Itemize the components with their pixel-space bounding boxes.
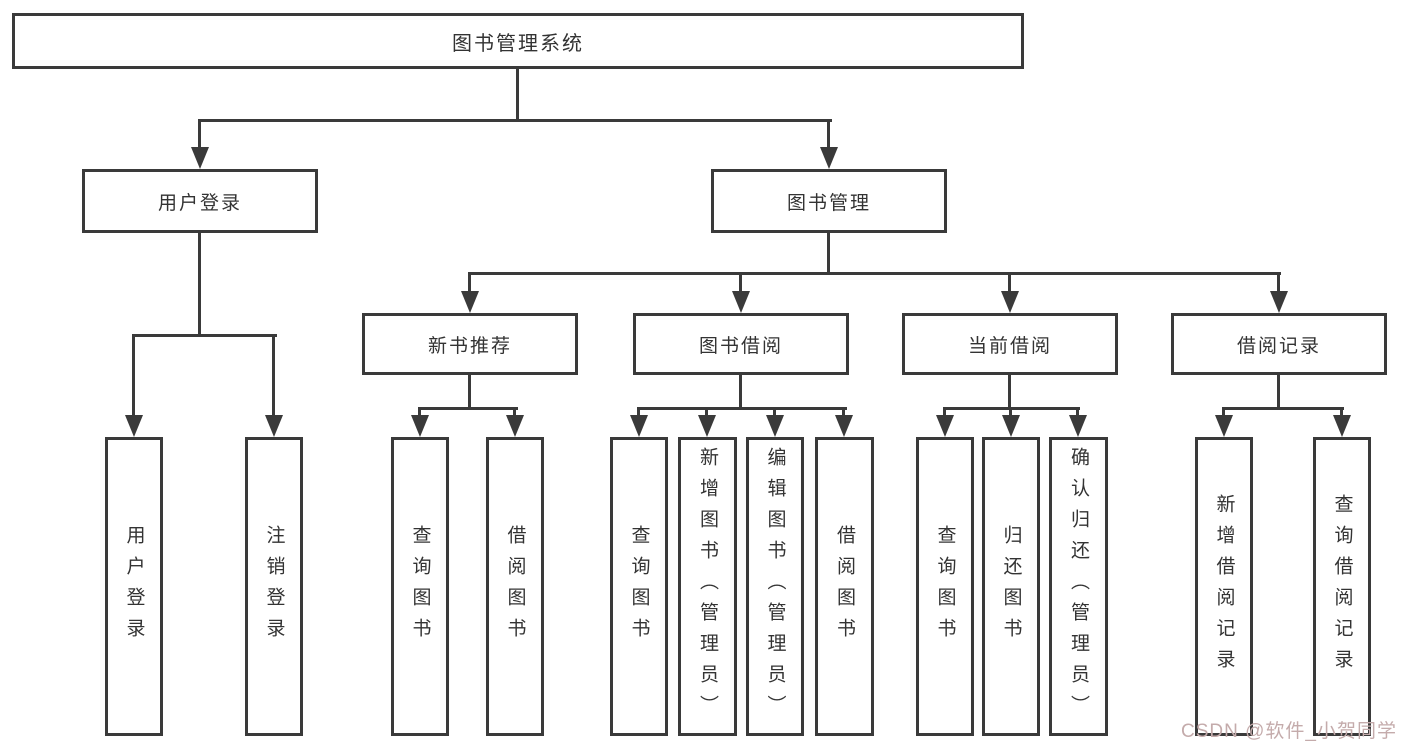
leaf-label: 查询图书 [409, 524, 431, 649]
connector-new-book-vertical [468, 375, 471, 409]
arrow-down-icon [766, 415, 784, 437]
leaf-confirm-return-admin: 确认归还（管理员） [1049, 437, 1108, 736]
arrow-down-icon [411, 415, 429, 437]
connector-drop-user-login [198, 119, 201, 149]
arrow-down-icon [1069, 415, 1087, 437]
connector-drop [1277, 272, 1280, 292]
connector-book-mgmt-horizontal [468, 272, 1281, 275]
connector-drop [1340, 407, 1343, 418]
connector-drop [705, 407, 708, 418]
connector-new-book-horizontal [418, 407, 518, 410]
node-module-label: 当前借阅 [967, 335, 1052, 357]
node-module-new-book: 新书推荐 [362, 313, 578, 375]
arrow-down-icon [630, 415, 648, 437]
connector-book-mgmt-vertical [827, 233, 830, 274]
node-module-current-borrow: 当前借阅 [902, 313, 1118, 375]
leaf-query-borrow-record: 查询借阅记录 [1313, 437, 1371, 736]
leaf-query-books: 查询图书 [610, 437, 668, 736]
leaf-label: 查询借阅记录 [1331, 493, 1353, 680]
arrow-down-icon [191, 147, 209, 169]
connector-drop [1222, 407, 1225, 418]
leaf-logout: 注销登录 [245, 437, 303, 736]
arrow-down-icon [835, 415, 853, 437]
connector-drop [773, 407, 776, 418]
connector-root-horizontal [198, 119, 832, 122]
node-book-mgmt-label: 图书管理 [786, 192, 871, 214]
node-user-login: 用户登录 [82, 169, 318, 233]
arrow-down-icon [265, 415, 283, 437]
node-book-mgmt: 图书管理 [711, 169, 947, 233]
arrow-down-icon [698, 415, 716, 437]
node-module-book-borrow: 图书借阅 [633, 313, 849, 375]
connector-drop [1008, 272, 1011, 292]
leaf-query-books: 查询图书 [916, 437, 974, 736]
node-root: 图书管理系统 [12, 13, 1024, 69]
leaf-label: 用户登录 [123, 524, 145, 649]
connector-drop [637, 407, 640, 418]
connector-drop [468, 272, 471, 292]
connector-drop [1076, 407, 1079, 418]
connector-borrow-record-horizontal [1222, 407, 1344, 410]
connector-user-login-horizontal [133, 334, 277, 337]
leaf-label: 新增借阅记录 [1213, 493, 1235, 680]
node-root-label: 图书管理系统 [452, 32, 584, 55]
leaf-query-books: 查询图书 [391, 437, 449, 736]
leaf-return-books: 归还图书 [982, 437, 1040, 736]
arrow-down-icon [1333, 415, 1351, 437]
connector-book-borrow-vertical [739, 375, 742, 409]
node-user-login-label: 用户登录 [157, 192, 242, 214]
leaf-label: 借阅图书 [504, 524, 526, 649]
leaf-borrow-books: 借阅图书 [486, 437, 544, 736]
leaf-user-login: 用户登录 [105, 437, 163, 736]
arrow-down-icon [820, 147, 838, 169]
connector-borrow-record-vertical [1277, 375, 1280, 409]
arrow-down-icon [506, 415, 524, 437]
leaf-edit-books-admin: 编辑图书（管理员） [746, 437, 804, 736]
leaf-label: 确认归还（管理员） [1068, 447, 1089, 726]
node-module-borrow-record: 借阅记录 [1171, 313, 1387, 375]
arrow-down-icon [1215, 415, 1233, 437]
arrow-down-icon [936, 415, 954, 437]
connector-root-vertical [516, 69, 519, 120]
leaf-label: 查询图书 [934, 524, 956, 649]
connector-drop [1009, 407, 1012, 418]
connector-user-login-vertical [198, 233, 201, 336]
node-module-label: 图书借阅 [698, 335, 783, 357]
connector-book-borrow-horizontal [637, 407, 847, 410]
leaf-label: 编辑图书（管理员） [764, 447, 786, 726]
leaf-label: 借阅图书 [834, 524, 855, 649]
leaf-add-borrow-record: 新增借阅记录 [1195, 437, 1253, 736]
connector-drop [842, 407, 845, 418]
connector-drop [739, 272, 742, 292]
node-module-label: 新书推荐 [427, 335, 512, 357]
leaf-label: 注销登录 [263, 524, 285, 649]
csdn-watermark: CSDN @软件_小贺同学 [1181, 721, 1397, 742]
leaf-label: 归还图书 [1000, 524, 1022, 649]
leaf-label: 新增图书（管理员） [697, 447, 718, 726]
connector-drop-book-mgmt [827, 119, 830, 149]
arrow-down-icon [732, 291, 750, 313]
arrow-down-icon [1270, 291, 1288, 313]
arrow-down-icon [1002, 415, 1020, 437]
connector-drop [513, 407, 516, 418]
connector-current-borrow-vertical [1008, 375, 1011, 409]
node-module-label: 借阅记录 [1236, 335, 1321, 357]
arrow-down-icon [1001, 291, 1019, 313]
leaf-borrow-books: 借阅图书 [815, 437, 874, 736]
leaf-label: 查询图书 [628, 524, 650, 649]
connector-drop [418, 407, 421, 418]
arrow-down-icon [461, 291, 479, 313]
leaf-add-books-admin: 新增图书（管理员） [678, 437, 737, 736]
connector-drop [943, 407, 946, 418]
arrow-down-icon [125, 415, 143, 437]
connector-drop [132, 334, 135, 415]
connector-drop [272, 334, 275, 415]
